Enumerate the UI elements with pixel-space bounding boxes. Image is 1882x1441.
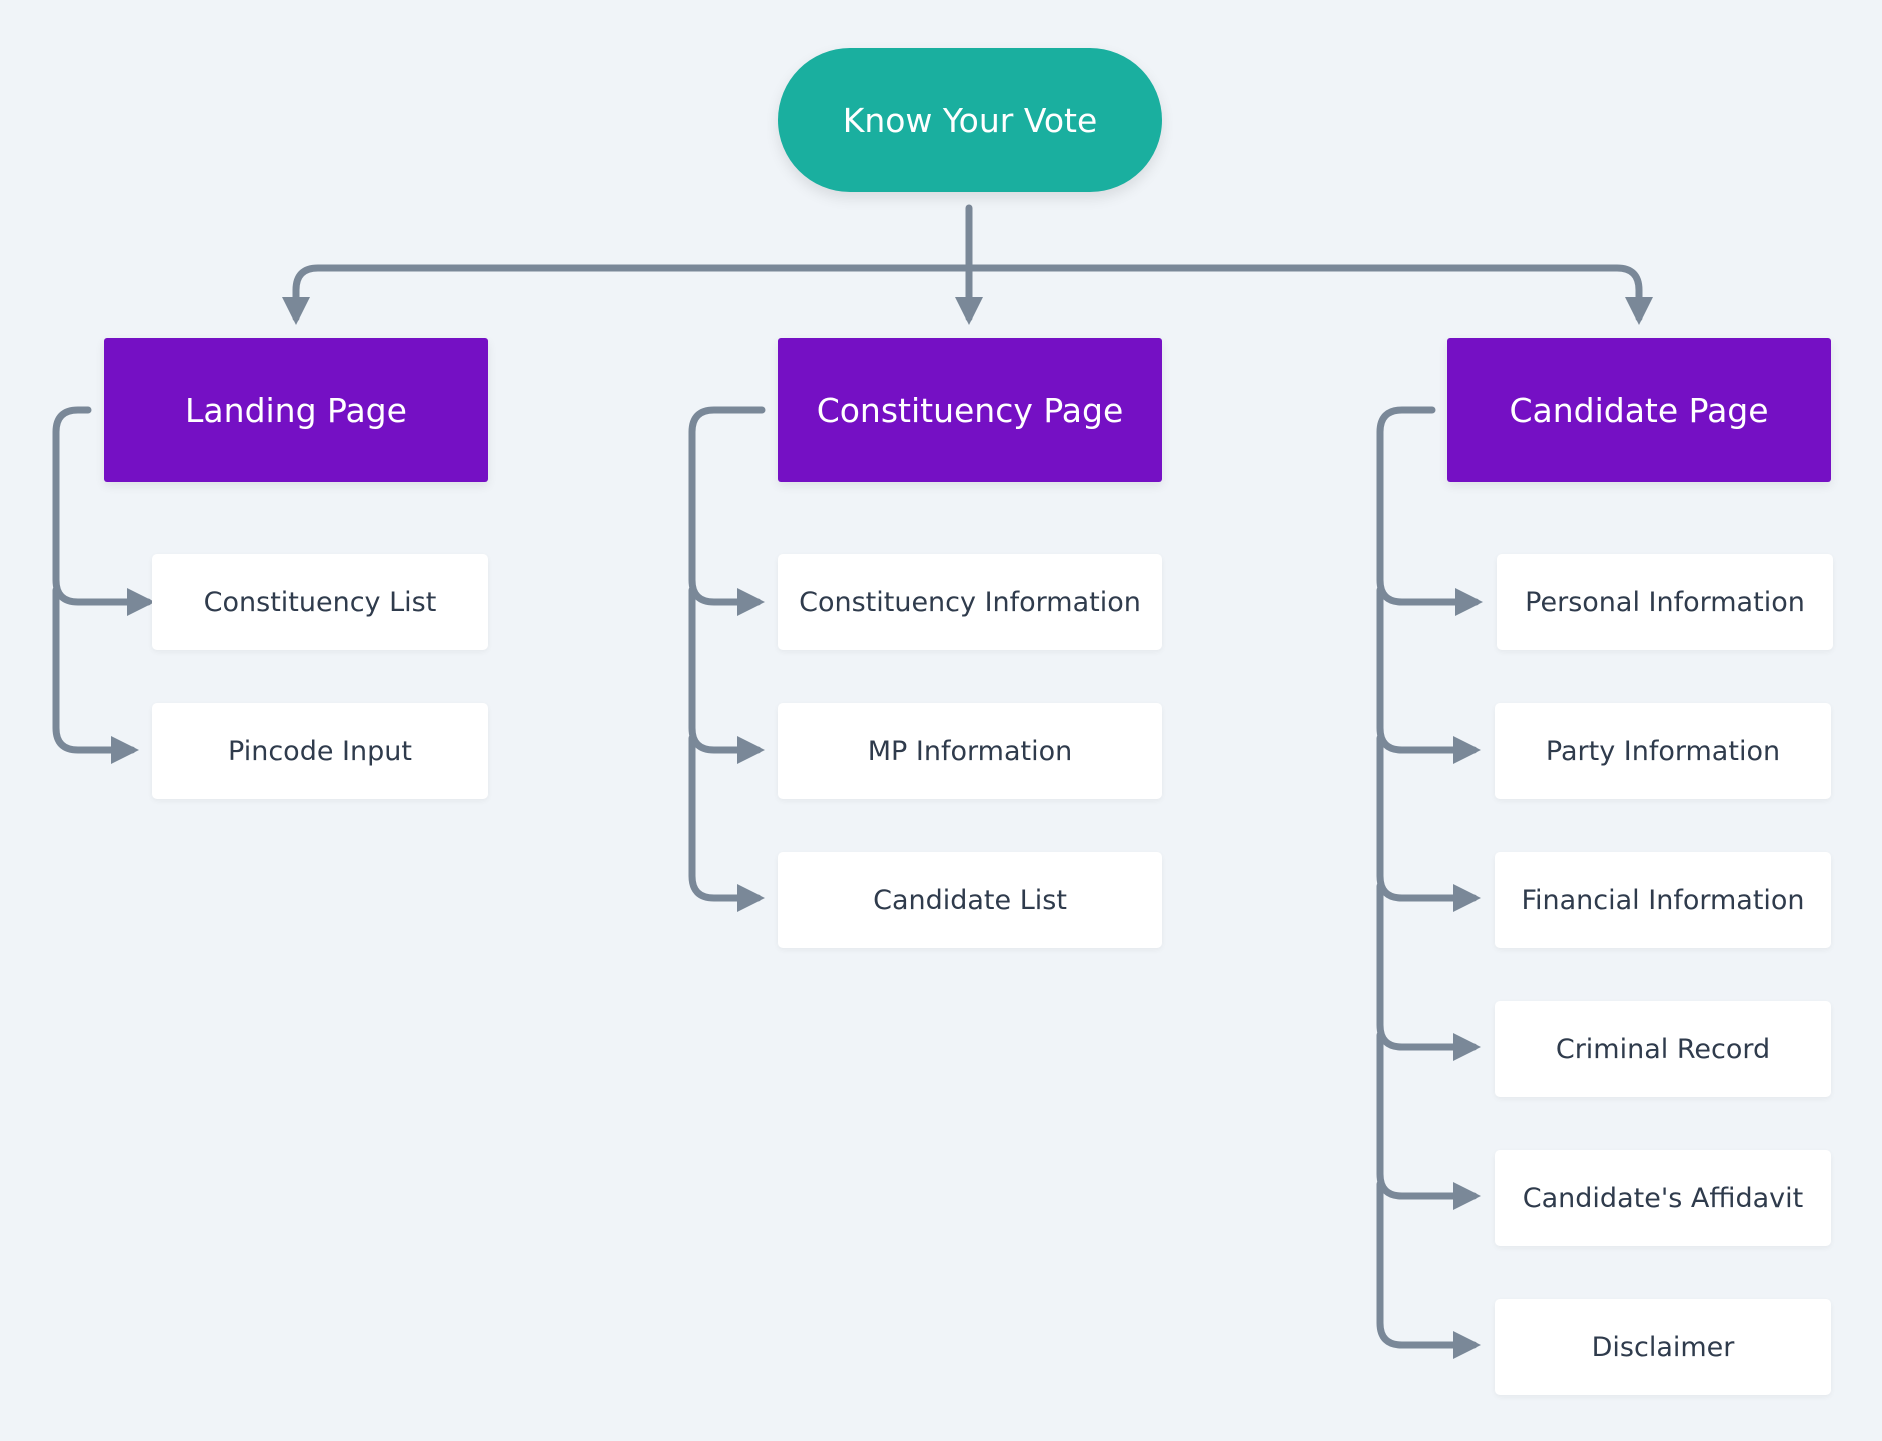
- constituency-item-connector-3: [688, 734, 765, 912]
- constituency-page-node: Constituency Page: [778, 338, 1162, 482]
- item-label: Personal Information: [1525, 586, 1805, 618]
- item-label: Criminal Record: [1555, 1033, 1771, 1065]
- root-to-candidate-connector: [965, 264, 1653, 325]
- landing-page-node: Landing Page: [104, 338, 488, 482]
- candidate-item-connector-5: [1376, 1031, 1481, 1210]
- root-node: Know Your Vote: [778, 48, 1162, 192]
- item-label: MP Information: [867, 735, 1073, 767]
- root-to-landing-connector: [282, 264, 973, 325]
- landing-page-label: Landing Page: [185, 390, 407, 430]
- candidate-item-affidavit: Candidate's Affidavit: [1495, 1150, 1831, 1246]
- candidate-item-party-information: Party Information: [1495, 703, 1831, 799]
- constituency-item-connector-1: [688, 406, 766, 616]
- constituency-item-candidate-list: Candidate List: [778, 852, 1162, 948]
- candidate-page-label: Candidate Page: [1509, 390, 1769, 430]
- landing-item-pincode-input: Pincode Input: [152, 703, 488, 799]
- candidate-item-disclaimer: Disclaimer: [1495, 1299, 1831, 1395]
- constituency-item-connector-2: [688, 586, 765, 764]
- item-label: Disclaimer: [1591, 1331, 1735, 1363]
- item-label: Candidate List: [873, 884, 1067, 916]
- candidate-item-financial-information: Financial Information: [1495, 852, 1831, 948]
- root-label: Know Your Vote: [842, 100, 1098, 140]
- candidate-item-connector-3: [1376, 734, 1481, 912]
- candidate-item-connector-2: [1376, 586, 1481, 764]
- constituency-item-mp-information: MP Information: [778, 703, 1162, 799]
- item-label: Constituency Information: [799, 586, 1141, 618]
- candidate-page-node: Candidate Page: [1447, 338, 1831, 482]
- item-label: Pincode Input: [228, 735, 412, 767]
- constituency-item-constituency-information: Constituency Information: [778, 554, 1162, 650]
- candidate-item-personal-information: Personal Information: [1497, 554, 1833, 650]
- item-label: Party Information: [1545, 735, 1781, 767]
- item-label: Financial Information: [1521, 884, 1805, 916]
- candidate-item-connector-6: [1376, 1180, 1481, 1359]
- landing-item-constituency-list: Constituency List: [152, 554, 488, 650]
- candidate-item-connector-4: [1376, 882, 1481, 1061]
- item-label: Constituency List: [203, 586, 437, 618]
- item-label: Candidate's Affidavit: [1522, 1182, 1804, 1214]
- landing-item-connector-2: [52, 586, 139, 764]
- candidate-item-criminal-record: Criminal Record: [1495, 1001, 1831, 1097]
- constituency-page-label: Constituency Page: [816, 390, 1124, 430]
